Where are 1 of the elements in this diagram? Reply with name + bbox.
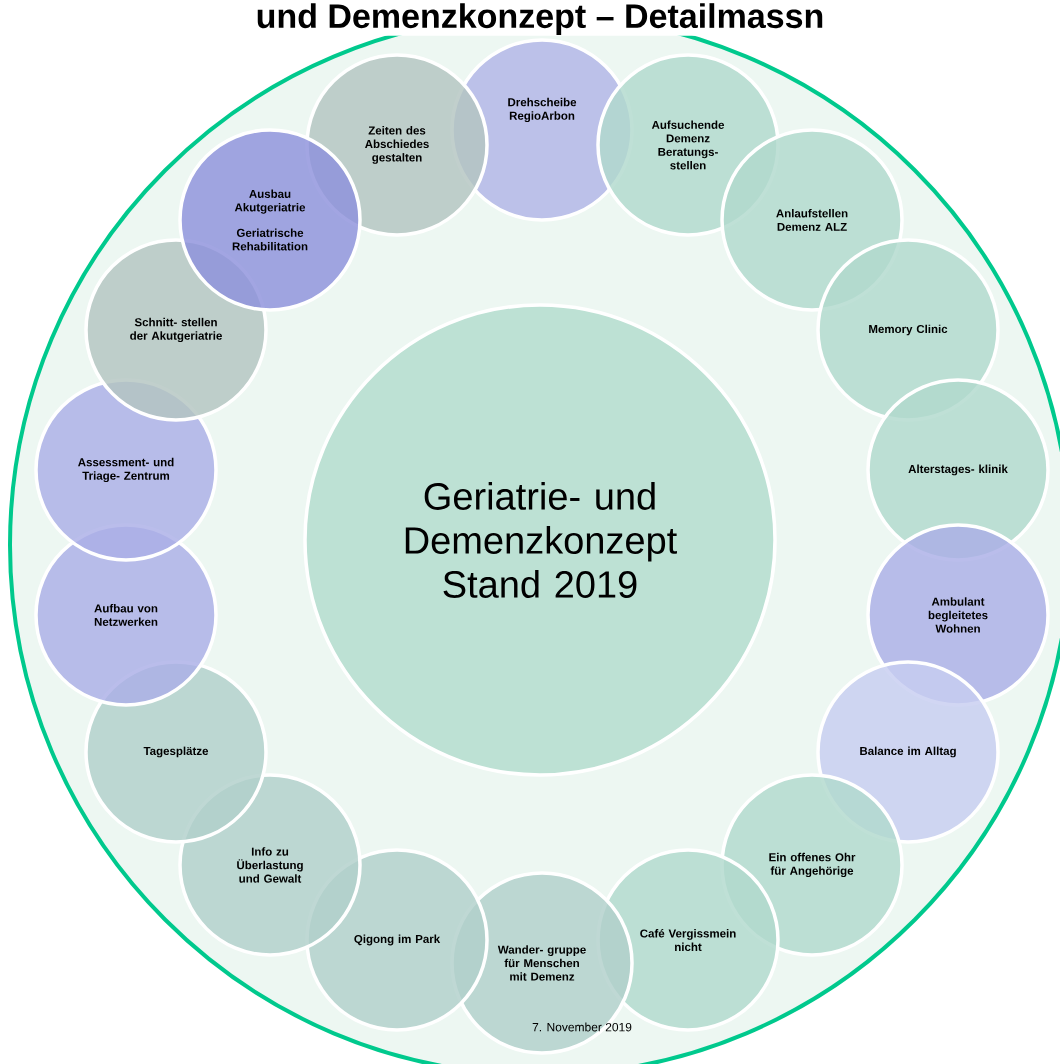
title: und Demenzkonzept – Detailmassn bbox=[254, 2, 826, 36]
